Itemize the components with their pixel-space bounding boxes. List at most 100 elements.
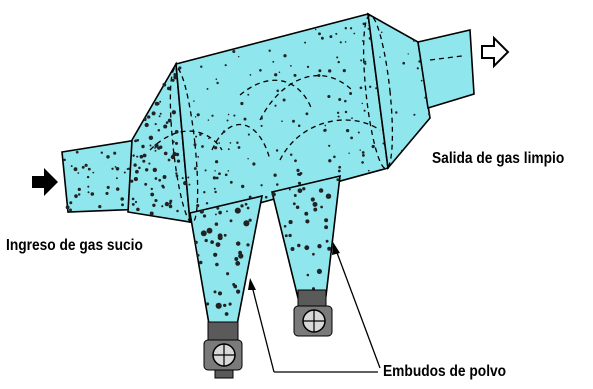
dust-particle	[338, 170, 341, 173]
dust-particle	[272, 61, 274, 63]
dust-particle	[195, 136, 197, 138]
dust-particle	[136, 139, 139, 142]
dust-particle	[289, 220, 293, 224]
dust-particle	[145, 168, 148, 171]
dust-particle	[214, 290, 217, 293]
dust-particle	[113, 152, 116, 155]
dust-particle	[362, 154, 365, 157]
dust-particle	[404, 34, 406, 36]
dust-particle	[216, 242, 221, 247]
dust-particle	[84, 164, 87, 167]
dust-particle	[230, 142, 232, 144]
dust-particle	[326, 240, 329, 243]
dust-particle	[411, 139, 412, 140]
dust-particle	[360, 59, 362, 61]
dust-particle	[175, 130, 179, 134]
dust-particle	[154, 144, 158, 148]
dust-particle	[187, 177, 189, 179]
dust-particle	[290, 65, 292, 67]
dust-particle	[241, 185, 244, 188]
dust-particle	[298, 182, 301, 185]
dust-particle	[338, 116, 340, 118]
dust-particle	[223, 304, 226, 307]
dust-particle	[116, 177, 118, 179]
dust-particle	[368, 28, 370, 30]
dust-particle	[77, 172, 79, 174]
dust-particle	[298, 124, 301, 127]
dust-particle	[116, 187, 119, 190]
dust-particle	[144, 118, 147, 121]
dust-particle	[173, 75, 177, 79]
dust-particle	[402, 62, 405, 65]
dust-particle	[340, 41, 342, 43]
dust-particle	[178, 66, 181, 69]
dust-particle	[166, 121, 169, 124]
dust-particle	[163, 175, 167, 179]
dust-particle	[338, 166, 341, 169]
dust-particle	[229, 303, 232, 306]
dust-particle	[194, 167, 197, 170]
inlet-label: Ingreso de gas sucio	[6, 237, 143, 255]
dust-particle	[169, 200, 172, 203]
dust-particle	[140, 155, 144, 159]
dust-particle	[98, 205, 101, 208]
dust-particle	[71, 165, 73, 167]
dust-particle	[215, 222, 219, 226]
dust-particle	[101, 152, 103, 154]
dust-particle	[148, 163, 150, 165]
dust-particle	[351, 117, 353, 119]
dust-particle	[294, 74, 297, 77]
dust-particle	[225, 64, 227, 66]
dust-particle	[193, 143, 196, 146]
dust-particle	[206, 202, 208, 204]
dust-particle	[323, 129, 326, 132]
dust-particle	[155, 200, 157, 202]
dust-particle	[273, 174, 276, 177]
dust-particle	[317, 244, 321, 248]
dust-particle	[136, 156, 138, 158]
dust-particle	[152, 111, 156, 115]
dust-particle	[279, 71, 281, 73]
dust-particle	[328, 159, 331, 162]
dust-particle	[365, 61, 367, 63]
dust-particle	[328, 145, 330, 147]
dust-particle	[296, 169, 299, 172]
dust-particle	[111, 168, 113, 170]
dust-particle	[74, 194, 78, 198]
dust-particle	[381, 31, 383, 33]
dust-particle	[372, 145, 375, 148]
dust-particle	[260, 117, 263, 120]
dust-particle	[207, 228, 213, 234]
dust-particle	[158, 179, 161, 182]
dust-particle	[413, 39, 415, 41]
dust-particle	[243, 220, 249, 226]
dust-particle	[76, 151, 79, 154]
dust-particle	[232, 50, 235, 53]
dust-particle	[92, 172, 94, 174]
dust-particle	[115, 166, 117, 168]
dust-particle	[193, 100, 194, 101]
dust-particle	[337, 112, 339, 114]
dust-particle	[132, 198, 135, 201]
dust-particle	[297, 244, 300, 247]
dust-particle	[201, 145, 204, 148]
outlet-arrow-icon	[482, 38, 508, 66]
dust-particle	[216, 207, 219, 210]
dust-particle	[358, 132, 360, 134]
dust-particle	[138, 167, 141, 170]
dust-particle	[307, 274, 310, 277]
dust-particle	[362, 103, 364, 105]
dust-particle	[307, 66, 309, 68]
dust-particle	[240, 102, 243, 105]
dust-particle	[369, 86, 371, 88]
dust-particle	[230, 181, 233, 184]
dust-particle	[121, 203, 124, 206]
dust-particle	[136, 208, 140, 212]
funnels-label: Embudos de polvo	[383, 363, 506, 381]
dust-particle	[91, 192, 95, 196]
dust-particle	[245, 203, 248, 206]
dust-particle	[413, 114, 415, 116]
dust-particle	[350, 137, 353, 140]
dust-particle	[248, 219, 251, 222]
dust-particle	[317, 74, 320, 77]
